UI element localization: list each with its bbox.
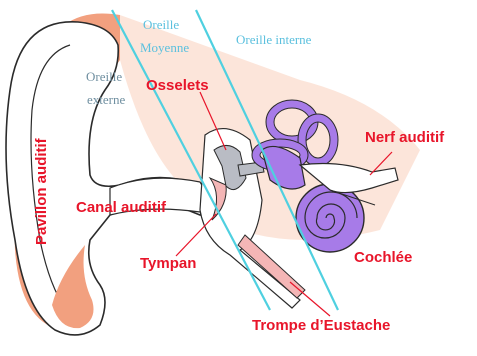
label-ear-canal: Canal auditif <box>76 199 167 216</box>
label-eustachian-tube: Trompe d’Eustache <box>252 317 390 334</box>
label-inner-ear: Oreille interne <box>236 32 312 47</box>
label-outer-ear-1: Oreille <box>86 69 122 84</box>
label-cochlea: Cochlée <box>354 249 412 266</box>
label-auditory-nerve: Nerf auditif <box>365 129 445 146</box>
label-eardrum: Tympan <box>140 255 196 272</box>
label-pinna: Pavillon auditif <box>33 137 50 245</box>
label-outer-ear-2: externe <box>87 92 125 107</box>
label-middle-ear-2: Moyenne <box>140 40 189 55</box>
label-ossicles: Osselets <box>146 77 209 94</box>
label-middle-ear-1: Oreille <box>143 17 179 32</box>
